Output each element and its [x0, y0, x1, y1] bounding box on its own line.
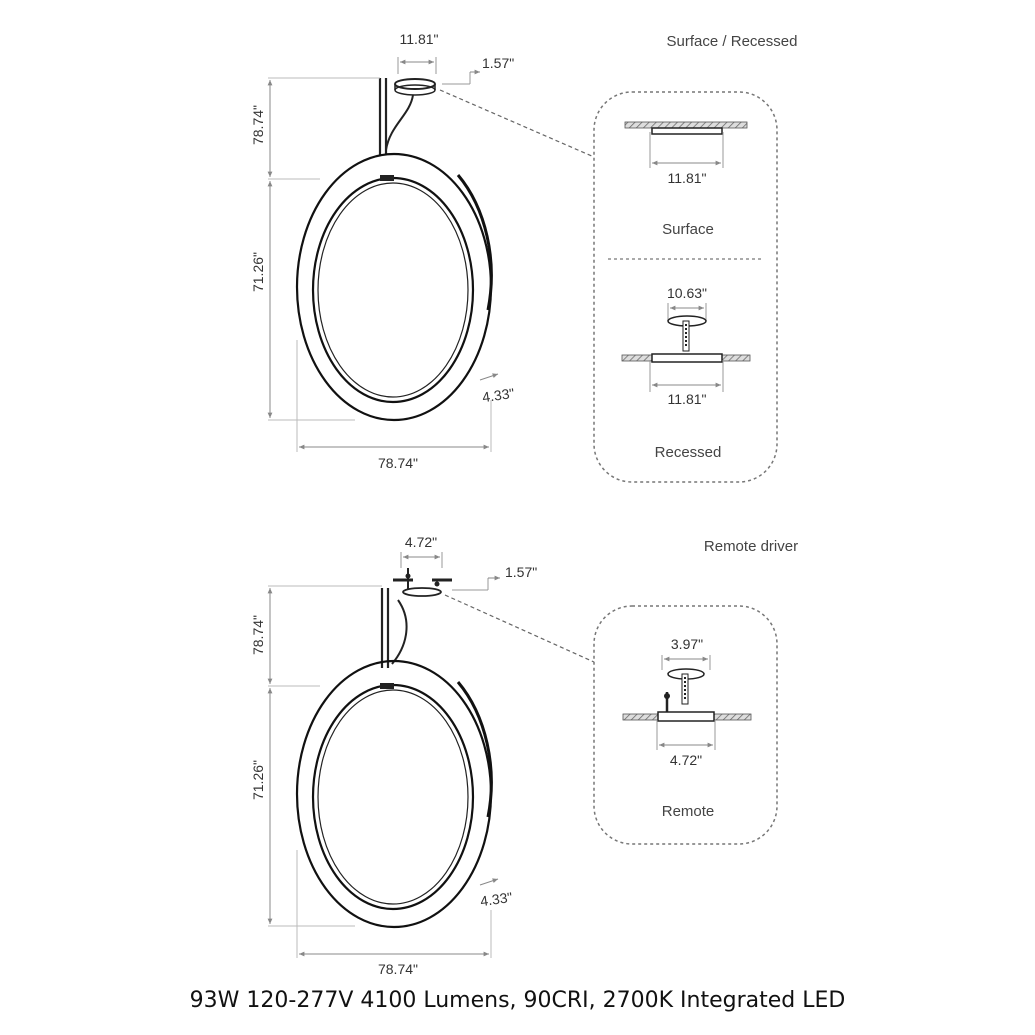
surface-width: 11.81" — [668, 170, 707, 186]
remote-label: Remote — [662, 803, 715, 820]
bottom-canopy-height: 1.57" — [505, 564, 537, 580]
top-canopy-height: 1.57" — [482, 55, 514, 71]
top-ring-height: 71.26" — [250, 252, 266, 292]
remote-detail: 3.97" 4.72" Remote — [593, 605, 778, 845]
bottom-heading: Remote driver — [704, 538, 798, 555]
bottom-section: Remote driver 4.72" 1.57" — [250, 534, 798, 977]
bottom-ring-height: 71.26" — [250, 760, 266, 800]
recessed-label: Recessed — [655, 444, 722, 461]
recessed-width: 11.81" — [668, 391, 707, 407]
spec-footer: 93W 120-277V 4100 Lumens, 90CRI, 2700K I… — [189, 988, 846, 1013]
top-canopy-width: 11.81" — [400, 31, 439, 47]
bottom-ring-depth: 4.33" — [479, 889, 513, 909]
top-ring-depth: 4.33" — [481, 385, 515, 405]
canopy — [394, 78, 436, 90]
top-section: Surface / Recessed 11.81" 1.57" — [250, 31, 798, 483]
bottom-cable-length: 78.74" — [250, 615, 266, 655]
pendant-ring-remote — [295, 659, 493, 929]
bottom-canopy-width: 4.72" — [405, 534, 437, 550]
recessed-top-width: 10.63" — [667, 285, 707, 301]
surface-label: Surface — [662, 221, 714, 238]
remote-width: 4.72" — [670, 752, 702, 768]
surface-recessed-detail: 11.81" Surface 10.63" 11.81" Recessed — [593, 91, 778, 483]
top-cable-length: 78.74" — [250, 105, 266, 145]
bottom-ring-width: 78.74" — [378, 961, 418, 977]
remote-canopy — [402, 587, 442, 597]
top-heading: Surface / Recessed — [667, 33, 798, 50]
pendant-ring — [295, 152, 493, 422]
remote-top-width: 3.97" — [671, 636, 703, 652]
top-ring-width: 78.74" — [378, 455, 418, 471]
